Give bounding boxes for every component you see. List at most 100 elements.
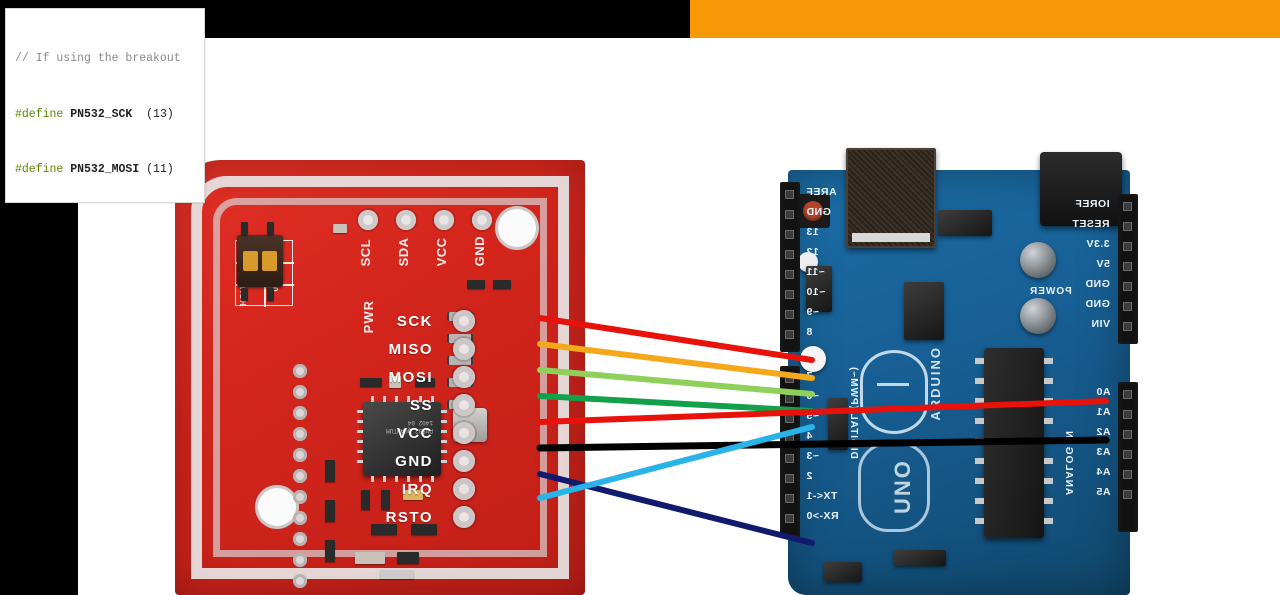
arduino-pin-label-d2: 2: [806, 470, 813, 482]
code-directive: #define: [15, 163, 64, 176]
arduino-pin-label-d8: 8: [806, 326, 813, 338]
pn532-pin-label-gnd: GND: [395, 452, 433, 470]
pn532-left-pad[interactable]: [293, 511, 307, 525]
arduino-pin-label-rx0: RX->0: [806, 510, 839, 522]
arduino-digital-group-label: DIGITAL (PWM~): [848, 366, 859, 459]
arduino-pin-label-a2: A2: [1095, 426, 1110, 438]
pn532-mini-pad: [447, 356, 473, 365]
pn532-left-pad[interactable]: [293, 469, 307, 483]
pn532-mounting-hole: [495, 206, 539, 250]
arduino-brand-text: ARDUINO: [928, 346, 943, 421]
pn532-pin-hole-miso[interactable]: [453, 338, 475, 360]
pn532-pin-hole-mosi[interactable]: [453, 366, 475, 388]
pn532-pin-hole-vcc[interactable]: [453, 422, 475, 444]
pn532-pin-label-miso: MISO: [388, 340, 433, 358]
code-overlay-panel: // If using the breakout #define PN532_S…: [5, 8, 205, 203]
code-comment: // If using the breakout: [15, 52, 188, 65]
electrolytic-capacitor: [1020, 298, 1056, 334]
arduino-pin-label-d4: 4: [806, 430, 813, 442]
arduino-uno-board: UNO ARDUINO: [780, 148, 1138, 595]
pn532-left-pad[interactable]: [293, 406, 307, 420]
arduino-pin-label-d7: 7: [806, 370, 813, 382]
arduino-power-group-label: POWER: [1029, 286, 1072, 297]
pn532-i2c-header[interactable]: [358, 210, 492, 230]
digital-header-lower[interactable]: [780, 366, 800, 538]
pn532-pad-sda[interactable]: [396, 210, 416, 230]
pn532-left-pad[interactable]: [293, 385, 307, 399]
arduino-pcb: [788, 170, 1130, 595]
arduino-pin-label-vin: VIN: [1090, 318, 1110, 330]
code-identifier: PN532_MOSI: [63, 163, 147, 176]
arduino-pin-label-a0: A0: [1095, 386, 1110, 398]
pn532-pin-hole-rsto[interactable]: [453, 506, 475, 528]
pn532-pin-label-rsto: RSTO: [385, 508, 433, 526]
smd-component: [828, 398, 848, 450]
pn532-label-gnd: GND: [472, 236, 487, 267]
icsp-header: [894, 550, 946, 566]
arduino-infinity-logo: [860, 350, 928, 434]
code-line: #define PN532_MOSI (11): [15, 161, 204, 180]
pn532-pin-hole-irq[interactable]: [453, 478, 475, 500]
arduino-uno-model-text: UNO: [858, 442, 930, 532]
arduino-pin-label-d9: ~9: [806, 306, 819, 318]
arduino-pin-label-gnd-2: GND: [1085, 298, 1110, 310]
arduino-pin-label-a4: A4: [1095, 466, 1110, 478]
atmega328p-microcontroller: [975, 348, 1053, 538]
digital-header-upper[interactable]: [780, 182, 800, 352]
electrolytic-capacitor: [1020, 242, 1056, 278]
smd-component: [824, 562, 862, 582]
pn532-pad-vcc[interactable]: [434, 210, 454, 230]
pn532-pin-hole-sck[interactable]: [453, 310, 475, 332]
pn532-pad-gnd[interactable]: [472, 210, 492, 230]
pn532-left-pad[interactable]: [293, 532, 307, 546]
pn532-left-pad[interactable]: [293, 427, 307, 441]
arduino-pin-label-a5: A5: [1095, 486, 1110, 498]
pn532-dip-switch-1[interactable]: [243, 251, 258, 271]
arduino-pin-label-d11: ~11: [806, 266, 825, 278]
pn532-pin-hole-ss[interactable]: [453, 394, 475, 416]
pn532-label-scl: SCL: [358, 238, 373, 267]
pn532-pin-label-mosi: MOSI: [388, 368, 433, 386]
arduino-pin-label-d3: ~3: [806, 450, 819, 462]
reset-button[interactable]: [796, 194, 830, 228]
pn532-pin-label-sck: SCK: [396, 312, 433, 330]
arduino-pin-label-a1: A1: [1095, 406, 1110, 418]
pn532-label-sda: SDA: [396, 237, 411, 267]
arduino-pin-label-d5: ~5: [806, 410, 819, 422]
pn532-left-pad[interactable]: [293, 490, 307, 504]
pn532-pad-scl[interactable]: [358, 210, 378, 230]
code-directive: #define: [15, 107, 64, 121]
power-header[interactable]: [1118, 194, 1138, 344]
pn532-left-pad[interactable]: [293, 553, 307, 567]
arduino-pin-label-reset: RESET: [1072, 218, 1110, 230]
arduino-pin-label-gnd: GND: [806, 206, 831, 218]
arduino-pin-label-d13: 13: [806, 226, 819, 238]
arduino-pin-label-gnd-1: GND: [1085, 278, 1110, 290]
arduino-pin-label-ioref: IOREF: [1075, 198, 1110, 210]
power-jack[interactable]: [1040, 152, 1122, 226]
pn532-label-vcc: VCC: [434, 237, 449, 267]
pn532-pin-hole-gnd[interactable]: [453, 450, 475, 472]
pn532-left-pad-column[interactable]: [293, 364, 307, 588]
code-number: (11): [146, 163, 174, 176]
arduino-analog-group-label: ANALOG IN: [1063, 430, 1074, 496]
voltage-regulator: [938, 210, 992, 236]
arduino-pin-label-d10: ~10: [806, 286, 826, 298]
usb-connector[interactable]: [846, 148, 936, 248]
pn532-i2c-header-labels: SCL SDA VCC GND: [358, 236, 492, 266]
pn532-left-pad[interactable]: [293, 364, 307, 378]
mounting-hole: [800, 346, 826, 372]
pn532-pin-label-ss: SS: [409, 396, 433, 414]
top-orange-bar: [690, 0, 1280, 38]
analog-header[interactable]: [1118, 382, 1138, 532]
arduino-pin-label-d12: 12: [806, 246, 819, 258]
pn532-dip-switch-2[interactable]: [262, 251, 277, 271]
pn532-left-pad[interactable]: [293, 574, 307, 588]
pn532-left-pad[interactable]: [293, 448, 307, 462]
pn532-dip-switch[interactable]: [237, 235, 283, 287]
code-number: (13): [146, 107, 174, 121]
arduino-pin-label-3v3: 3.3V: [1086, 238, 1110, 250]
arduino-pin-label-d6: ~6: [806, 390, 819, 402]
pn532-pin-label-irq: IRQ: [401, 480, 433, 498]
